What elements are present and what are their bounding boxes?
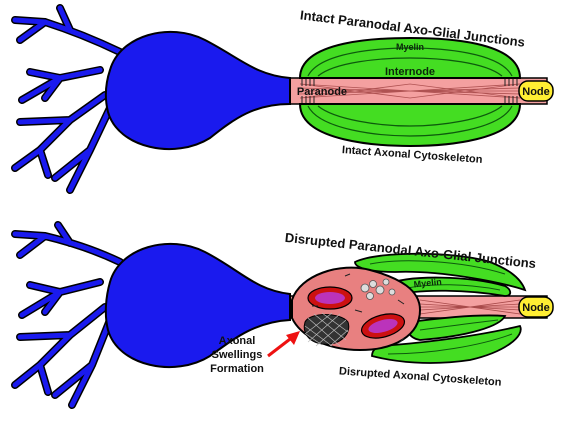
swelling-arrow xyxy=(268,331,300,356)
swelling-label-line2: Swellings xyxy=(212,349,263,361)
swelling-label-line1: Axonal xyxy=(219,335,256,347)
bottom-panel: Disrupted Paranodal Axo-Glial Junctions … xyxy=(15,225,553,405)
swelling-label-line3: Formation xyxy=(210,363,264,375)
top-internode-label: Internode xyxy=(385,66,435,78)
top-paranode-label: Paranode xyxy=(297,86,347,98)
top-panel: Intact Paranodal Axo-Glial Junctions Mye… xyxy=(15,7,553,190)
bottom-node-label: Node xyxy=(522,302,550,314)
top-node-label: Node xyxy=(522,86,550,98)
bottom-caption: Disrupted Axonal Cytoskeleton xyxy=(339,365,503,388)
top-myelin-label: Myelin xyxy=(396,42,424,52)
top-caption: Intact Axonal Cytoskeleton xyxy=(342,144,484,166)
top-dendrites xyxy=(15,8,120,190)
bottom-dendrites xyxy=(15,225,120,405)
top-soma xyxy=(106,32,290,149)
